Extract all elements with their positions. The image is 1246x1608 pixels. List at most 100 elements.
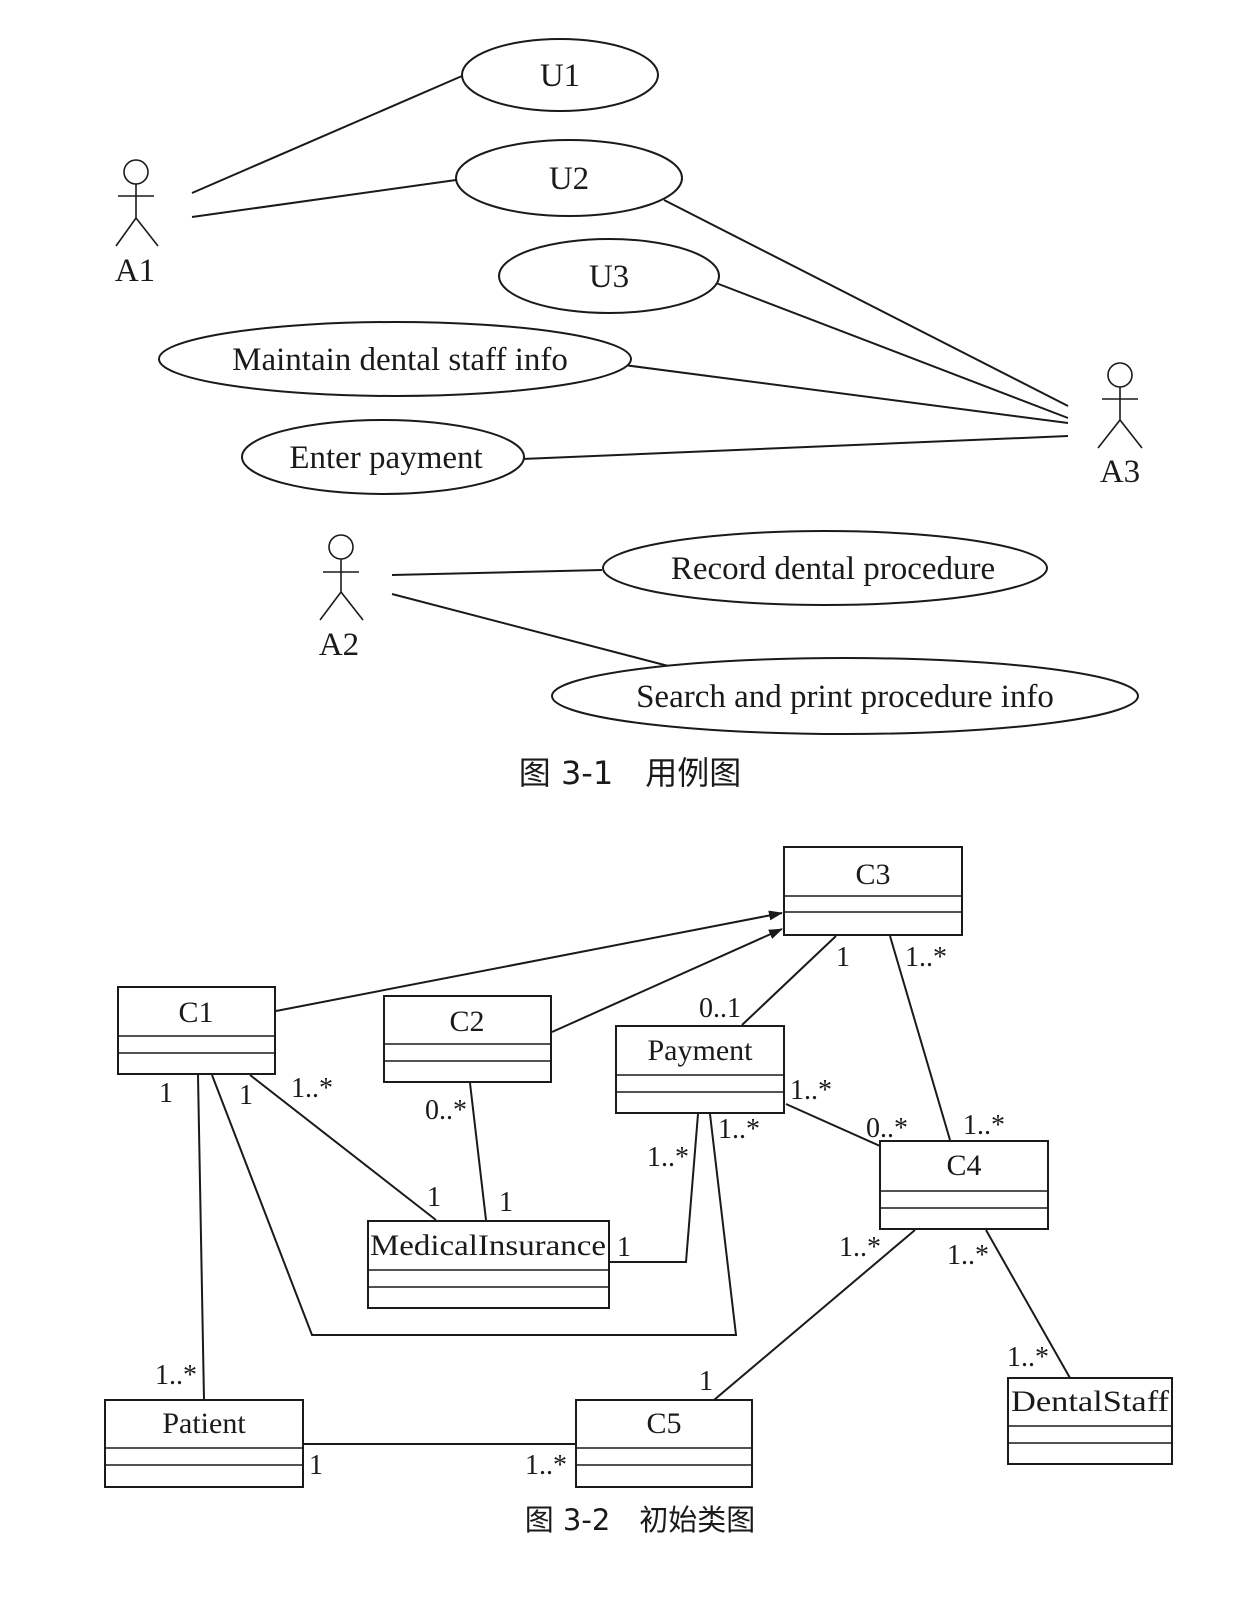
class-patient-name: Patient — [162, 1407, 246, 1440]
multiplicity-label: 1 — [499, 1187, 513, 1218]
class-medicalinsurance-name: MedicalInsurance — [370, 1229, 606, 1262]
usecase-record-label: Record dental procedure — [671, 551, 995, 587]
assoc-c4-c5 — [713, 1229, 916, 1401]
usecase-u3-label: U3 — [589, 259, 629, 295]
class-c3: C3 — [783, 846, 963, 936]
actor-a1-leg-right — [135, 217, 159, 247]
multiplicity-label: 1 — [617, 1232, 631, 1263]
multiplicity-label: 0..1 — [699, 993, 741, 1024]
use-case-diagram: U1 U2 U3 Maintain dental staff info Ente… — [115, 38, 1143, 792]
multiplicity-label: 1..* — [839, 1232, 881, 1263]
usecase-maintain-dental-staff-info — [158, 321, 632, 397]
multiplicity-label: 1..* — [905, 942, 947, 973]
usecase-u3 — [498, 238, 720, 314]
class-patient: Patient — [104, 1399, 304, 1488]
assoc-maintain-a3 — [623, 364, 1069, 424]
actor-a2-leg-left — [319, 591, 342, 621]
class-c1: C1 — [117, 986, 276, 1075]
class-diagram: C3 C1 C2 Payment C4 — [104, 846, 1173, 1537]
assoc-c3-payment — [741, 935, 837, 1026]
actor-a2-label: A2 — [319, 627, 359, 663]
class-c1-name: C1 — [178, 996, 213, 1029]
assoc-enter-payment-a3 — [521, 435, 1069, 460]
actor-a2-head — [328, 534, 354, 560]
actor-a1: A1 — [115, 159, 159, 289]
assoc-c1-medicalinsurance — [249, 1074, 437, 1221]
usecase-record-dental-procedure — [602, 530, 1048, 606]
generalization-c2-c3 — [551, 928, 783, 1033]
class-payment-box — [615, 1025, 785, 1114]
multiplicity-label: 1 — [159, 1078, 173, 1109]
multiplicity-label: 1..* — [790, 1075, 832, 1106]
multiplicity-label: 1 — [239, 1080, 253, 1111]
usecase-u1-label: U1 — [540, 58, 580, 94]
class-c4: C4 — [879, 1140, 1049, 1230]
actor-a3-leg-right — [1119, 419, 1143, 449]
figure-caption-3-2: 图 3-2 初始类图 — [525, 1503, 756, 1537]
figure-caption-3-1: 图 3-1 用例图 — [519, 754, 741, 792]
class-medicalinsurance: MedicalInsurance — [367, 1220, 610, 1309]
class-c4-box — [879, 1140, 1049, 1230]
class-c5-box — [575, 1399, 753, 1488]
usecase-search-and-print-procedure-info — [551, 657, 1139, 735]
assoc-c3-c4 — [889, 935, 951, 1141]
usecase-u1 — [461, 38, 659, 112]
assoc-a1-u1 — [191, 75, 463, 194]
actor-a2-leg-right — [340, 591, 364, 621]
class-payment: Payment — [615, 1025, 785, 1114]
multiplicity-label: 1 — [309, 1450, 323, 1481]
class-c4-name: C4 — [946, 1149, 981, 1182]
class-c2-box — [383, 995, 552, 1083]
multiplicity-label: 1..* — [155, 1360, 197, 1391]
multiplicity-label: 0..* — [866, 1113, 908, 1144]
assoc-c2-medicalinsurance — [469, 1082, 487, 1221]
usecase-search-label: Search and print procedure info — [636, 679, 1054, 715]
usecase-u2 — [455, 139, 683, 217]
class-c5: C5 — [575, 1399, 753, 1488]
multiplicity-label: 1..* — [525, 1450, 567, 1481]
multiplicity-label: 1 — [427, 1182, 441, 1213]
assoc-u2-a3 — [663, 199, 1069, 407]
actor-a3-head — [1107, 362, 1133, 388]
class-c5-name: C5 — [646, 1407, 681, 1440]
class-medicalinsurance-box — [367, 1220, 610, 1309]
multiplicity-label: 1 — [836, 942, 850, 973]
usecase-maintain-label: Maintain dental staff info — [232, 342, 568, 378]
class-dentalstaff: DentalStaff — [1007, 1377, 1173, 1465]
class-c2-name: C2 — [449, 1005, 484, 1038]
usecase-enter-payment — [241, 419, 525, 495]
assoc-a2-record — [391, 569, 603, 576]
assoc-c4-dentalstaff — [985, 1229, 1071, 1379]
class-dentalstaff-box — [1007, 1377, 1173, 1465]
actor-a1-head — [123, 159, 149, 185]
class-c1-box — [117, 986, 276, 1075]
multiplicity-label: 1..* — [1007, 1342, 1049, 1373]
class-c3-name: C3 — [855, 858, 890, 891]
usecase-enter-payment-label: Enter payment — [289, 440, 482, 476]
actor-a3-label: A3 — [1100, 454, 1140, 490]
multiplicity-label: 1..* — [947, 1240, 989, 1271]
multiplicity-label: 0..* — [425, 1095, 467, 1126]
actor-a1-leg-left — [115, 217, 137, 247]
class-c3-box — [783, 846, 963, 936]
actor-a3-leg-left — [1097, 419, 1121, 449]
actor-a3: A3 — [1097, 362, 1143, 490]
multiplicity-label: 1..* — [718, 1114, 760, 1145]
class-payment-name: Payment — [648, 1034, 754, 1067]
multiplicity-label: 1..* — [291, 1073, 333, 1104]
class-dentalstaff-name: DentalStaff — [1011, 1385, 1169, 1418]
multiplicity-label: 1 — [699, 1366, 713, 1397]
assoc-medicalinsurance-payment — [610, 1113, 699, 1263]
assoc-c1-payment — [211, 1074, 738, 1336]
actor-a2: A2 — [319, 534, 364, 663]
actor-a1-label: A1 — [115, 253, 155, 289]
multiplicity-label: 1..* — [647, 1142, 689, 1173]
assoc-a1-u2 — [191, 179, 457, 218]
generalization-c1-c3 — [275, 910, 783, 1012]
class-c2: C2 — [383, 995, 552, 1083]
assoc-a2-search — [391, 593, 677, 669]
assoc-u3-a3 — [715, 282, 1069, 419]
multiplicity-label: 1..* — [963, 1110, 1005, 1141]
class-patient-box — [104, 1399, 304, 1488]
